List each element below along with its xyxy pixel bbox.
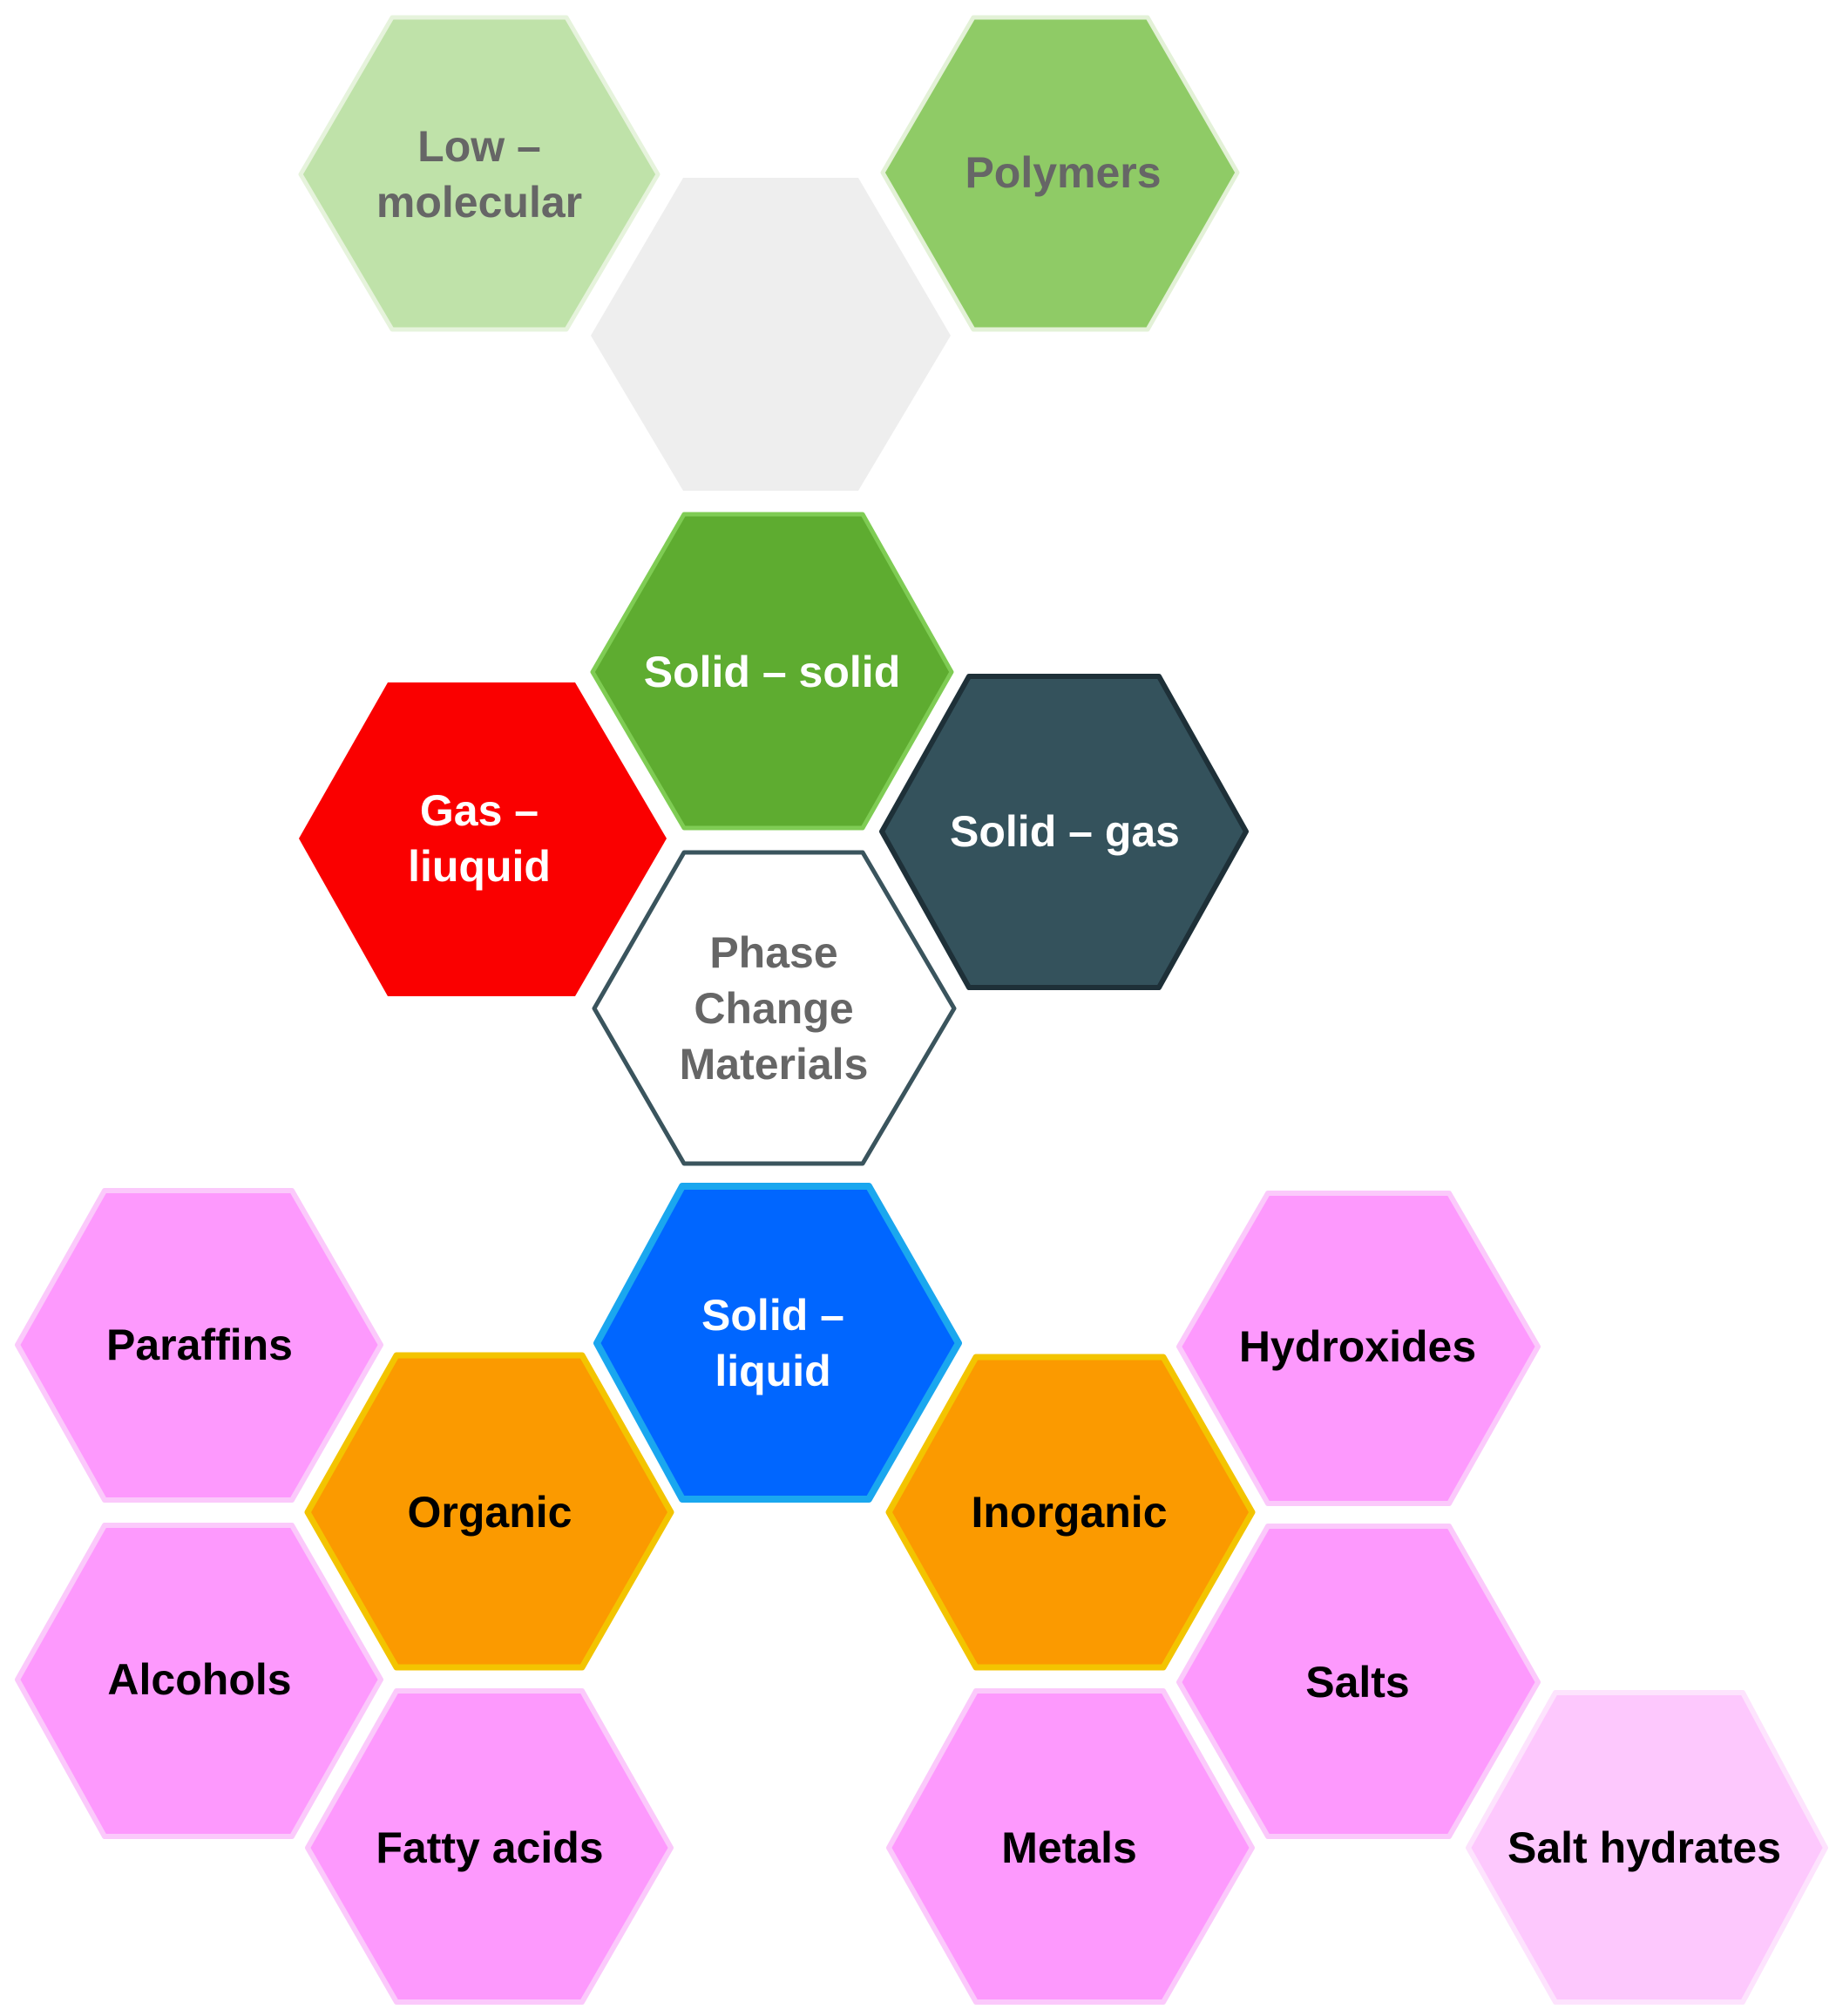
salts-label: Salts <box>1305 1658 1410 1707</box>
hex-fatty-acids: Fatty acids <box>305 1688 674 2005</box>
solid-liquid-label-line: Solid – <box>701 1291 844 1340</box>
hex-alcohols: Alcohols <box>15 1523 383 1839</box>
salt-hydrates-label-line: Salt hydrates <box>1507 1823 1781 1872</box>
hex-paraffins: Paraffins <box>15 1188 383 1503</box>
center-label-line: Materials <box>680 1040 869 1089</box>
hydroxides-label: Hydroxides <box>1239 1322 1476 1371</box>
fatty-acids-label: Fatty acids <box>376 1823 603 1872</box>
metals-label: Metals <box>1001 1823 1137 1872</box>
solid-solid-label: Solid – solid <box>644 648 900 696</box>
solid-liquid-label-line: liquid <box>715 1347 830 1395</box>
metals-label-line: Metals <box>1001 1823 1137 1872</box>
gas-liquid-label: Gas – liuquid <box>408 786 551 891</box>
hex-solid-liquid: Solid – liquid <box>593 1183 962 1503</box>
solid-gas-label-line: Solid – gas <box>950 807 1180 856</box>
salts-label-line: Salts <box>1305 1658 1410 1707</box>
polymers-label-line: Polymers <box>965 148 1161 197</box>
center-label-line: Phase <box>709 928 837 977</box>
hex-gas-liquid: Gas – liuquid <box>299 682 667 996</box>
inorganic-label: Inorganic <box>971 1488 1167 1537</box>
alcohols-label-line: Alcohols <box>107 1655 291 1704</box>
polymers-label: Polymers <box>965 148 1161 197</box>
organic-label-line: Organic <box>408 1488 572 1537</box>
hex-salt-hydrates: Salt hydrates <box>1466 1690 1828 2005</box>
organic-label: Organic <box>408 1488 572 1537</box>
center-label-line: Change <box>694 984 853 1033</box>
hex-hydroxides: Hydroxides <box>1176 1191 1541 1506</box>
low-molecular-label: Low – molecular <box>376 122 582 227</box>
hex-metals: Metals <box>886 1688 1255 2005</box>
hex-solid-solid: Solid – solid <box>590 512 954 831</box>
hex-polymers: Polymers <box>880 15 1240 332</box>
low-molecular-label-line: Low – <box>417 122 541 171</box>
hex-inorganic: Inorganic <box>885 1354 1256 1671</box>
gas-liquid-label-line: Gas – <box>420 786 539 835</box>
solid-gas-label: Solid – gas <box>950 807 1180 856</box>
hex-salts: Salts <box>1176 1524 1541 1839</box>
paraffins-label-line: Paraffins <box>106 1320 293 1369</box>
solid-solid-label-line: Solid – solid <box>644 648 900 696</box>
alcohols-label: Alcohols <box>107 1655 291 1704</box>
inorganic-label-line: Inorganic <box>971 1488 1167 1537</box>
low-molecular-label-line: molecular <box>376 178 582 227</box>
gas-liquid-label-line: liuquid <box>408 842 551 891</box>
hex-organic: Organic <box>304 1352 674 1671</box>
salt-hydrates-label: Salt hydrates <box>1507 1823 1781 1872</box>
paraffins-label: Paraffins <box>106 1320 293 1369</box>
hex-solid-gas: Solid – gas <box>879 674 1249 990</box>
solid-liquid-label: Solid – liquid <box>701 1291 844 1395</box>
hex-empty <box>591 178 951 491</box>
hydroxides-label-line: Hydroxides <box>1239 1322 1476 1371</box>
fatty-acids-label-line: Fatty acids <box>376 1823 603 1872</box>
hex-low-molecular: Low – molecular <box>298 15 661 332</box>
